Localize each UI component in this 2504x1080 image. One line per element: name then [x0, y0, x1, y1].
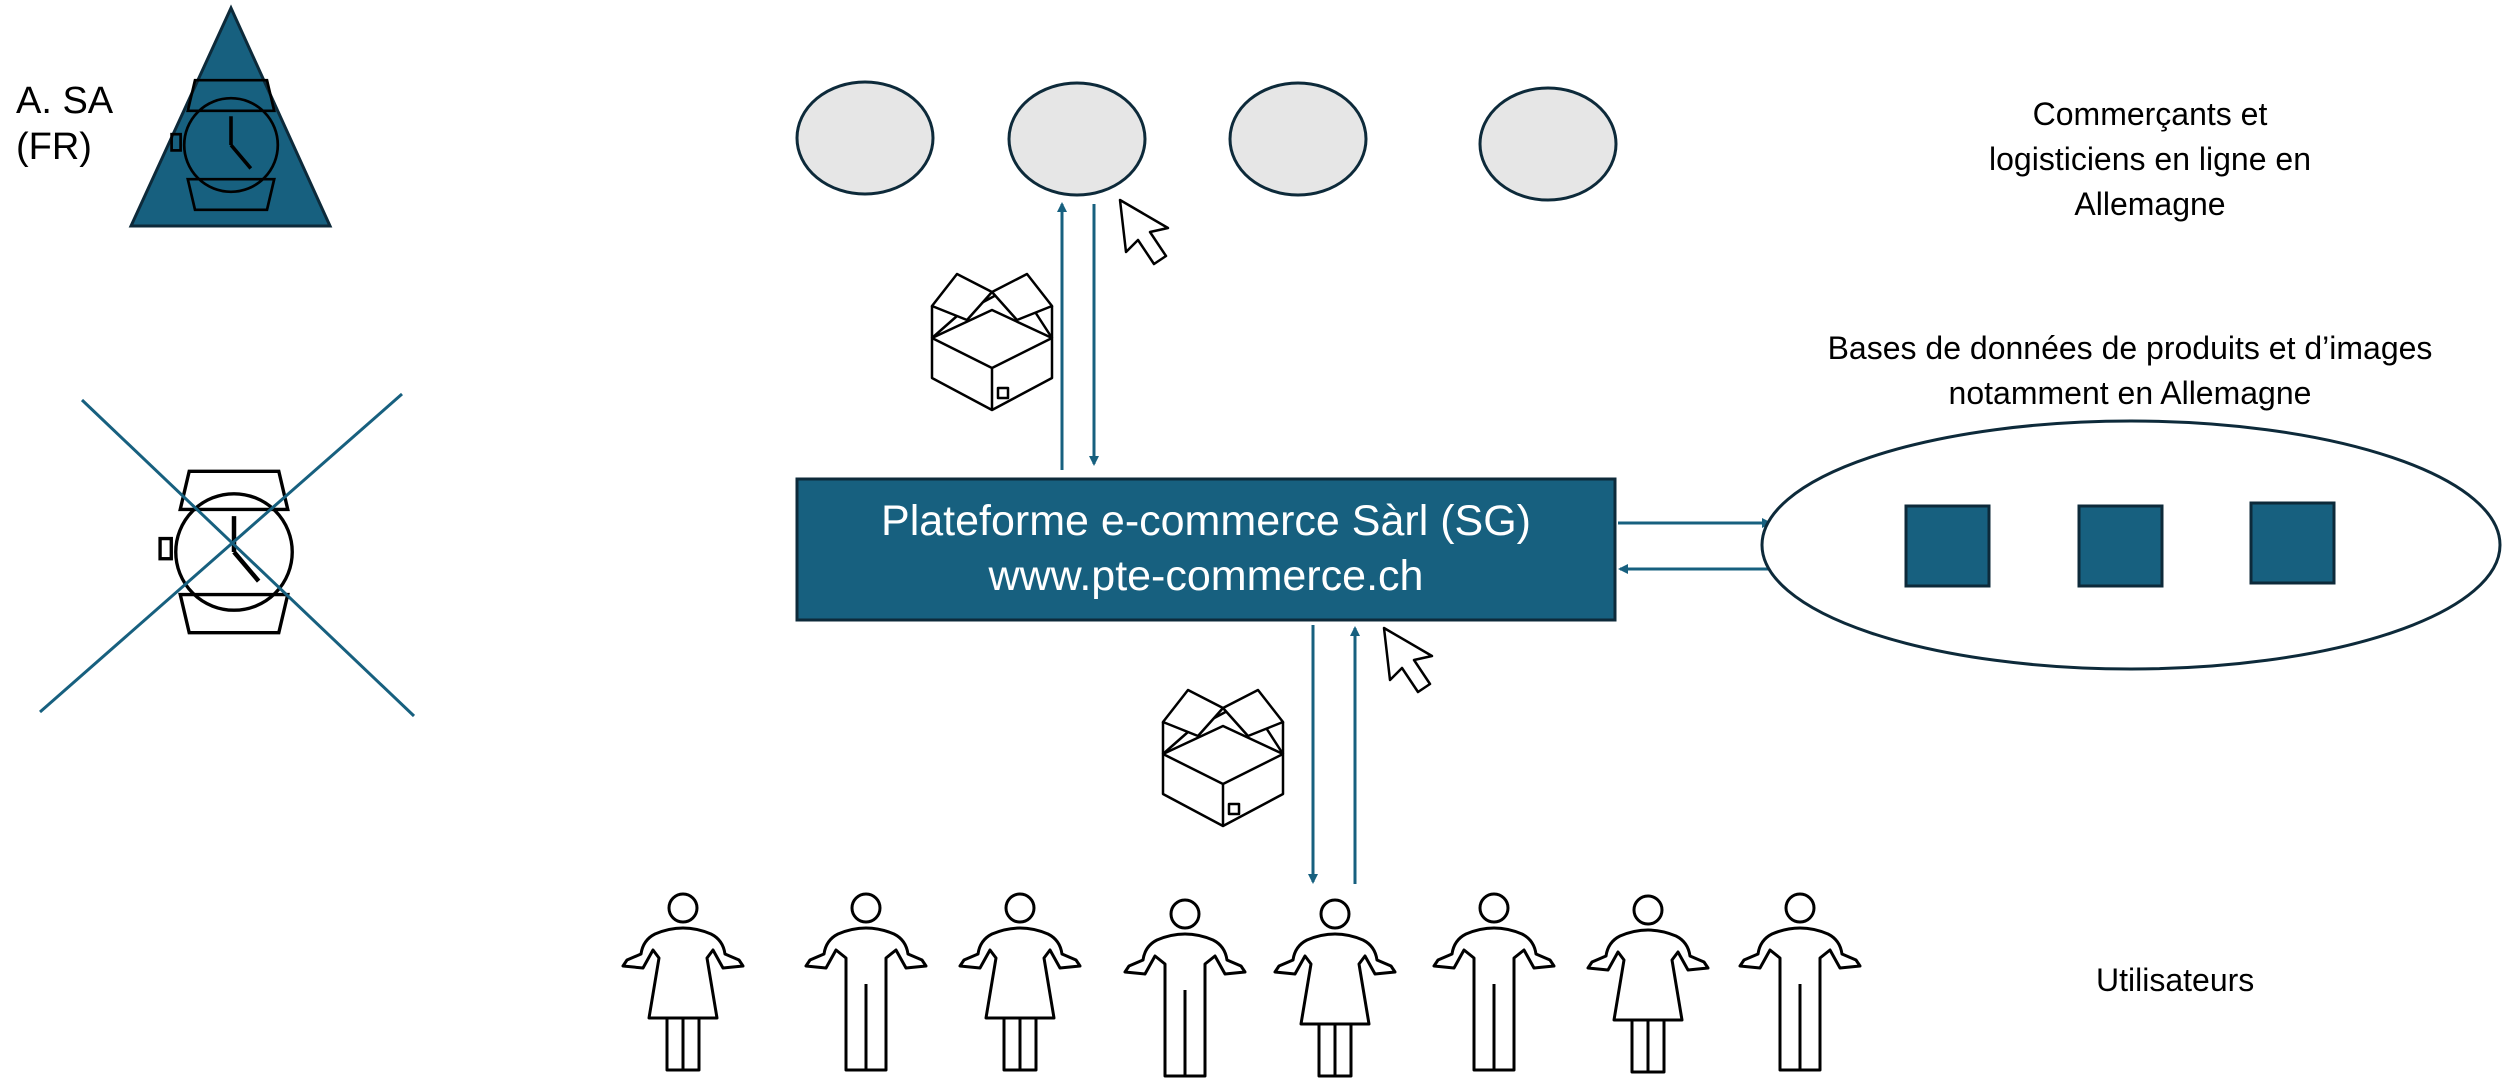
person-female-icon [1273, 898, 1397, 1078]
platform-url: www.pte-commerce.ch [988, 552, 1424, 600]
package-icon [1161, 688, 1285, 828]
person-female-icon [1586, 894, 1710, 1074]
merchant-node [1007, 81, 1147, 197]
database-node [1904, 504, 1991, 588]
package-icon [930, 272, 1054, 412]
merchant-node [1228, 81, 1368, 197]
merchants-label: Commerçants et logisticiens en ligne en … [1880, 92, 2420, 227]
person-female-icon [621, 892, 745, 1072]
database-node [2077, 504, 2164, 588]
person-male-icon [804, 892, 928, 1072]
database-node [2249, 501, 2336, 585]
person-male-icon [1123, 898, 1247, 1078]
databases-label-line: notamment en Allemagne [1948, 375, 2312, 411]
brand-label-line2: (FR) [16, 126, 92, 168]
users-row [621, 892, 1862, 1078]
person-male-icon [1738, 892, 1862, 1072]
merchants-label-line: Allemagne [2074, 186, 2226, 222]
platform-label: Plateforme e-commerce Sàrl (SG) www.pte-… [797, 494, 1615, 604]
platform-box [795, 477, 1617, 622]
merchant-node [795, 80, 935, 196]
person-female-icon [958, 892, 1082, 1072]
merchants-label-line: Commerçants et [2032, 96, 2268, 132]
cursor-icon [1382, 626, 1434, 694]
users-label: Utilisateurs [2096, 962, 2255, 998]
person-male-icon [1432, 892, 1556, 1072]
cursor-icon [1118, 198, 1170, 266]
merchants-label-line: logisticiens en ligne en [1989, 141, 2311, 177]
crossed-out-watch-icon [39, 392, 416, 718]
brand-label-line1: A. SA [16, 80, 114, 122]
databases-label: Bases de données de produits et d’images… [1780, 326, 2480, 416]
brand-label: A. SA (FR) [16, 78, 113, 170]
databases-label-line: Bases de données de produits et d’images [1827, 330, 2433, 366]
merchant-nodes [795, 80, 1618, 202]
platform-name: Plateforme e-commerce Sàrl (SG) [881, 497, 1531, 545]
merchant-node [1478, 86, 1618, 202]
brand-watch-icon [128, 4, 333, 228]
